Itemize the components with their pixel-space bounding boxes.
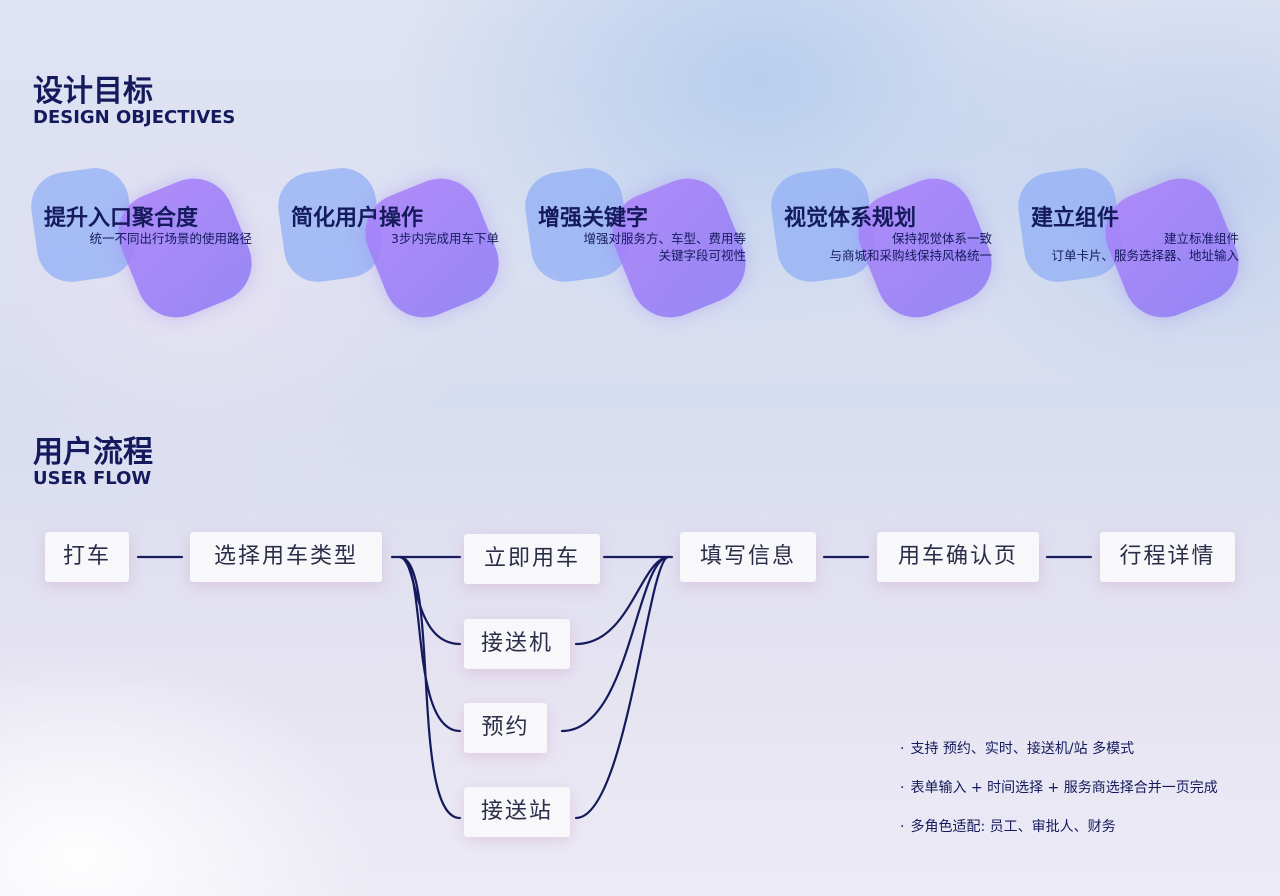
connector-select-airport — [398, 555, 462, 646]
flow-notes: ·支持 预约、实时、接送机/站 多模式 ·表单输入 + 时间选择 + 服务商选择… — [900, 738, 1218, 855]
objectives-subtitle: DESIGN OBJECTIVES — [33, 107, 236, 128]
objectives-heading: 设计目标 DESIGN OBJECTIVES — [33, 76, 235, 128]
flow-node-fill-info: 填写信息 — [680, 532, 816, 582]
objective-title: 增强关键字 — [538, 206, 649, 231]
note-item: ·多角色适配: 员工、审批人、财务 — [900, 819, 1116, 835]
note-item: ·表单输入 + 时间选择 + 服务商选择合并一页完成 — [900, 780, 1218, 796]
objective-desc: 保持视觉体系一致 与商城和采购线保持风格统一 — [829, 231, 992, 263]
flow-node-station: 接送站 — [464, 787, 570, 837]
objective-desc: 建立标准组件 订单卡片、服务选择器、地址输入 — [1051, 231, 1239, 263]
flow-node-start: 打车 — [45, 532, 129, 582]
objective-card-1: 提升入口聚合度 统一不同出行场景的使用路径 — [26, 163, 274, 330]
flow-node-detail: 行程详情 — [1100, 532, 1235, 582]
objective-title: 建立组件 — [1031, 206, 1120, 231]
flow-node-airport: 接送机 — [464, 619, 570, 669]
note-item: ·支持 预约、实时、接送机/站 多模式 — [900, 741, 1135, 757]
objectives-title: 设计目标 — [33, 74, 153, 109]
objective-desc: 增强对服务方、车型、费用等 关键字段可视性 — [583, 231, 746, 263]
flow-node-confirm: 用车确认页 — [877, 532, 1039, 582]
objective-desc: 3步内完成用车下单 — [391, 231, 499, 246]
connector-station-fill — [574, 555, 670, 820]
objective-card-4: 视觉体系规划 保持视觉体系一致 与商城和采购线保持风格统一 — [766, 163, 1014, 330]
objective-card-3: 增强关键字 增强对服务方、车型、费用等 关键字段可视性 — [520, 163, 768, 330]
objective-title: 视觉体系规划 — [784, 206, 917, 231]
connector-reserve-fill — [560, 555, 670, 733]
flow-node-reserve: 预约 — [464, 703, 547, 753]
objective-desc: 统一不同出行场景的使用路径 — [89, 231, 252, 246]
objective-card-2: 简化用户操作 3步内完成用车下单 — [273, 163, 521, 330]
objective-title: 提升入口聚合度 — [44, 206, 199, 231]
connector-select-reserve — [398, 555, 462, 733]
flow-title: 用户流程 — [33, 435, 153, 470]
flow-node-select-type: 选择用车类型 — [190, 532, 382, 582]
flow-subtitle: USER FLOW — [33, 468, 152, 489]
objective-card-5: 建立组件 建立标准组件 订单卡片、服务选择器、地址输入 — [1013, 163, 1261, 330]
objective-title: 简化用户操作 — [291, 206, 424, 231]
connector-select-station — [398, 555, 462, 820]
flow-heading: 用户流程 USER FLOW — [33, 437, 153, 489]
flow-node-instant: 立即用车 — [464, 534, 600, 584]
